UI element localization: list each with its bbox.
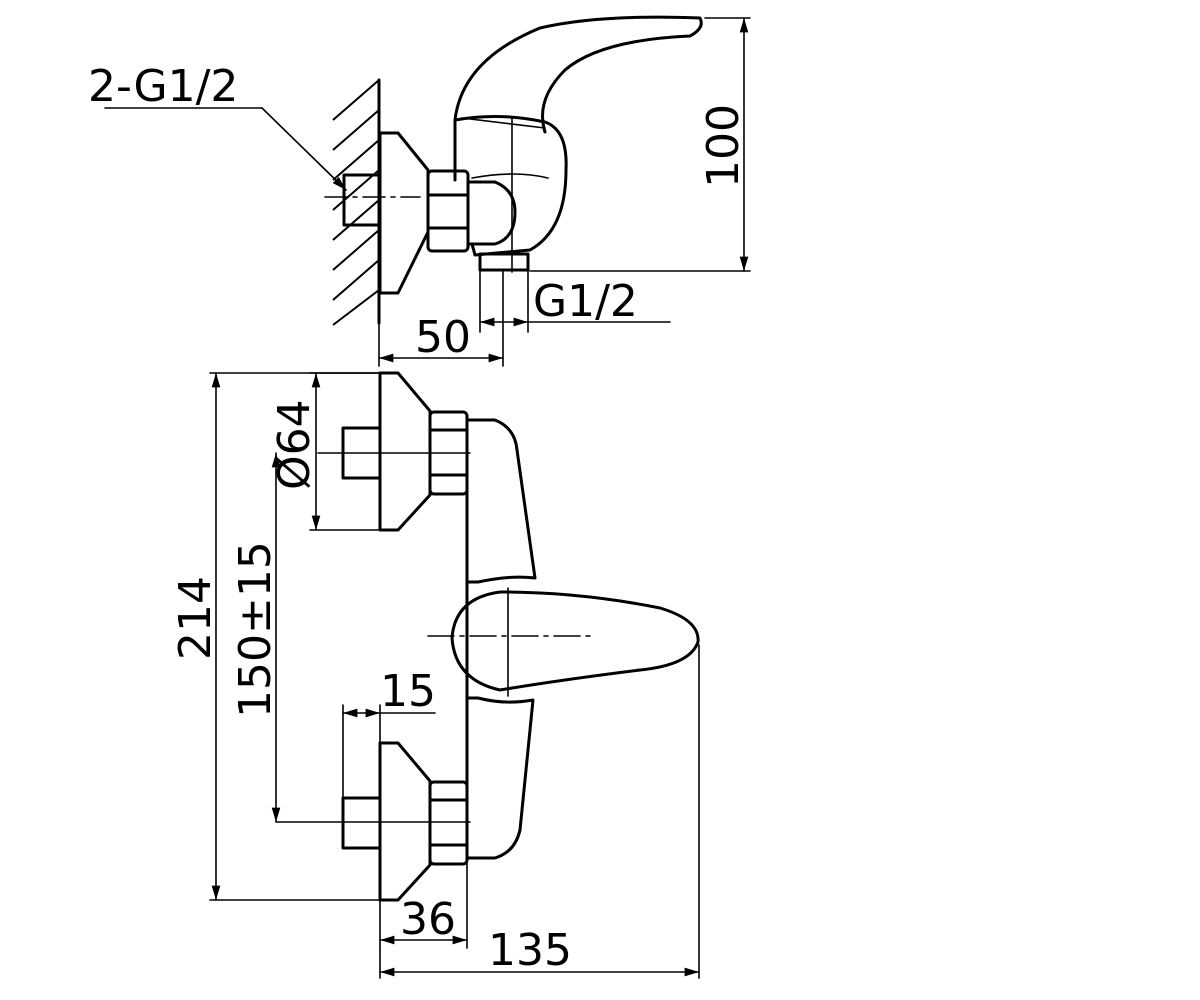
wall-flange: [378, 131, 430, 295]
dim-outlet-thread: G1/2: [479, 269, 671, 333]
mixer-body-lower: [465, 696, 535, 860]
dim-flange-diameter: Ø64: [269, 372, 381, 531]
total-depth-label: 135: [488, 925, 572, 976]
lower-hex-nut: [428, 780, 469, 866]
height-label: 100: [698, 104, 749, 188]
dim-flange-depth: 36: [379, 857, 468, 949]
dim-inlet-thread: 2-G1/2: [88, 61, 347, 191]
dim-pipe-projection: 15: [342, 666, 436, 801]
dim-center-distance: 150±15: [230, 452, 281, 823]
lower-inlet-pipe: [341, 796, 382, 850]
mixer-body: [453, 114, 568, 257]
mixer-body-top: [465, 418, 537, 584]
dim-depth: 50: [378, 269, 504, 367]
wall-hatching: [332, 78, 381, 326]
lever-inner: [461, 117, 546, 129]
hex-nut: [426, 169, 470, 253]
lever-handle: [453, 15, 703, 134]
dim-total-depth: 135: [379, 644, 700, 979]
outlet-pipe: [478, 252, 530, 272]
center-distance-label: 150±15: [230, 541, 281, 718]
total-width-label: 214: [170, 576, 221, 660]
pipe-projection-label: 15: [380, 666, 436, 717]
lever-top: [450, 590, 700, 692]
side-view: 2-G1/2 100 G1/2 50: [88, 15, 751, 367]
inlet-pipe: [342, 173, 382, 227]
connector-elbow: [466, 180, 517, 246]
depth-label: 50: [415, 312, 471, 363]
upper-flange: [378, 371, 432, 532]
dim-height: 100: [529, 17, 751, 272]
flange-depth-label: 36: [400, 894, 456, 945]
inlet-thread-label: 2-G1/2: [88, 61, 238, 112]
outlet-thread-label: G1/2: [533, 276, 638, 327]
body-detail: [471, 173, 549, 179]
dim-total-width: 214: [170, 372, 381, 901]
top-view: Ø64 214 150±15 15 36: [170, 371, 700, 979]
